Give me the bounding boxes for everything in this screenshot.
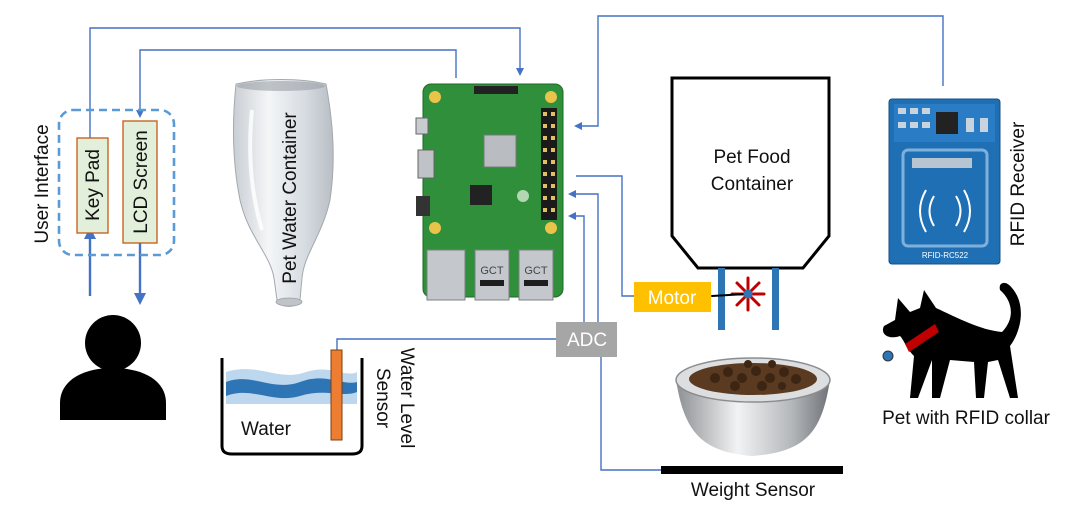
user-arrows bbox=[84, 227, 146, 305]
adc-label: ADC bbox=[567, 330, 607, 351]
rpi-chip-label-1: GCT bbox=[480, 265, 504, 277]
water-bottle-icon bbox=[232, 79, 334, 307]
pet-food-container-label-line1: Pet Food bbox=[713, 147, 790, 168]
adc-box bbox=[556, 322, 617, 357]
motor-rotor-icon bbox=[711, 276, 766, 312]
rfid-to-rpi-line bbox=[574, 15, 944, 130]
person-icon bbox=[60, 315, 166, 420]
key-pad-label: Key Pad bbox=[83, 149, 104, 221]
connectors bbox=[89, 15, 944, 471]
keypad-to-rpi-line bbox=[89, 27, 524, 138]
pet-with-rfid-collar-label: Pet with RFID collar bbox=[882, 408, 1051, 429]
water-level-sensor-label-line1: Water Level bbox=[396, 348, 417, 449]
weight-sensor-label: Weight Sensor bbox=[691, 480, 816, 501]
water-level-sensor-label-line2: Sensor bbox=[372, 368, 393, 429]
keypad-box bbox=[76, 137, 109, 234]
weight-sensor-to-adc-line bbox=[600, 357, 661, 471]
pet-water-container-label: Pet Water Container bbox=[280, 112, 301, 284]
water-label: Water bbox=[241, 419, 292, 440]
adc-to-rpi-line-2 bbox=[568, 190, 599, 322]
user-interface-dashed-box bbox=[57, 108, 176, 257]
pet-food-container bbox=[670, 76, 831, 330]
water-tank bbox=[220, 349, 364, 456]
rfid-receiver-label: RFID Receiver bbox=[1008, 121, 1029, 246]
rpi-to-lcd-line bbox=[136, 49, 457, 118]
motor-label: Motor bbox=[648, 288, 697, 309]
adc-to-rpi-line-1 bbox=[568, 212, 585, 322]
rpi-to-motor-line bbox=[576, 175, 634, 297]
water-level-sensor-probe bbox=[330, 349, 343, 441]
cat-collar bbox=[905, 324, 939, 352]
lcd-screen-label: LCD Screen bbox=[131, 130, 152, 234]
lcd-screen-box bbox=[122, 120, 158, 244]
water-sensor-to-adc-line bbox=[336, 338, 556, 350]
rfid-module-text: RFID-RC522 bbox=[922, 251, 969, 260]
weight-sensor-plate bbox=[661, 466, 843, 474]
user-interface-group bbox=[57, 108, 176, 257]
rpi-chip-label-2: GCT bbox=[524, 265, 548, 277]
user-interface-label: User Interface bbox=[32, 124, 53, 243]
raspberry-pi-icon: GCT GCT bbox=[415, 83, 564, 301]
cat-rfid-tag bbox=[882, 350, 894, 362]
food-bowl-icon bbox=[675, 357, 831, 456]
motor-box bbox=[634, 282, 711, 312]
pet-food-container-label-line2: Container bbox=[711, 174, 794, 195]
cat-icon bbox=[882, 282, 1021, 398]
rfid-module-icon: RFID-RC522 bbox=[888, 98, 1001, 265]
